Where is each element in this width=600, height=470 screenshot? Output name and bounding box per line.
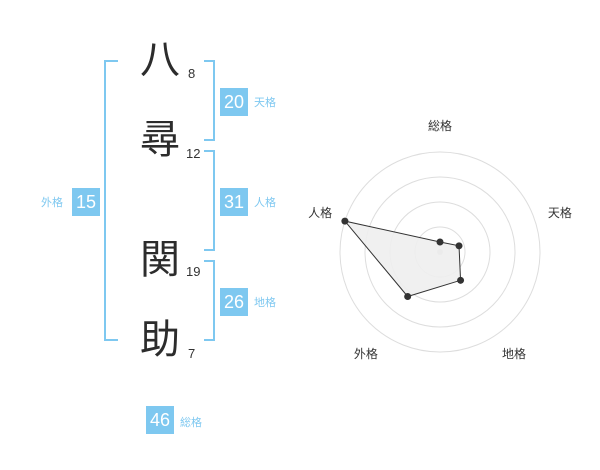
name-char-1: 八 bbox=[140, 37, 180, 83]
radar-point-5 bbox=[341, 217, 349, 225]
chikaku-bracket bbox=[204, 260, 215, 341]
tenkaku-bracket bbox=[204, 60, 215, 141]
radar-point-3 bbox=[457, 276, 465, 284]
gaikaku-score: 15 bbox=[72, 188, 100, 216]
radar-point-1 bbox=[436, 238, 444, 246]
name-char-3: 関 bbox=[140, 237, 180, 283]
radar-axis-label-5: 人格 bbox=[308, 205, 332, 220]
jinkaku-label: 人格 bbox=[254, 196, 276, 209]
soukaku-label: 総格 bbox=[180, 416, 202, 429]
chikaku-label: 地格 bbox=[254, 296, 276, 309]
stroke-count-4: 7 bbox=[188, 346, 196, 361]
gaikaku-bracket bbox=[104, 60, 118, 341]
radar-polygon bbox=[343, 220, 462, 298]
tenkaku-label: 天格 bbox=[254, 96, 276, 109]
radar-ring-3 bbox=[364, 176, 516, 328]
name-char-4: 助 bbox=[140, 317, 180, 363]
chikaku-score: 26 bbox=[220, 288, 248, 316]
radar-axis-label-1: 総格 bbox=[428, 118, 452, 133]
radar-point-4 bbox=[404, 292, 412, 300]
jinkaku-score: 31 bbox=[220, 188, 248, 216]
gaikaku-label: 外格 bbox=[41, 196, 63, 209]
radar-point-2 bbox=[455, 242, 463, 250]
radar-axis-label-4: 外格 bbox=[354, 346, 378, 361]
soukaku-score: 46 bbox=[146, 406, 174, 434]
stroke-count-2: 12 bbox=[186, 146, 201, 161]
radar-axis-label-2: 天格 bbox=[548, 205, 572, 220]
radar-shape bbox=[343, 220, 462, 298]
radar-axis-label-3: 地格 bbox=[502, 346, 526, 361]
radar-rings bbox=[339, 151, 541, 353]
stroke-count-3: 19 bbox=[186, 264, 201, 279]
name-char-2: 尋 bbox=[140, 117, 180, 163]
radar-ring-4 bbox=[339, 151, 541, 353]
tenkaku-score: 20 bbox=[220, 88, 248, 116]
radar-points bbox=[341, 217, 465, 300]
stroke-count-1: 8 bbox=[188, 66, 196, 81]
jinkaku-bracket bbox=[204, 150, 215, 251]
